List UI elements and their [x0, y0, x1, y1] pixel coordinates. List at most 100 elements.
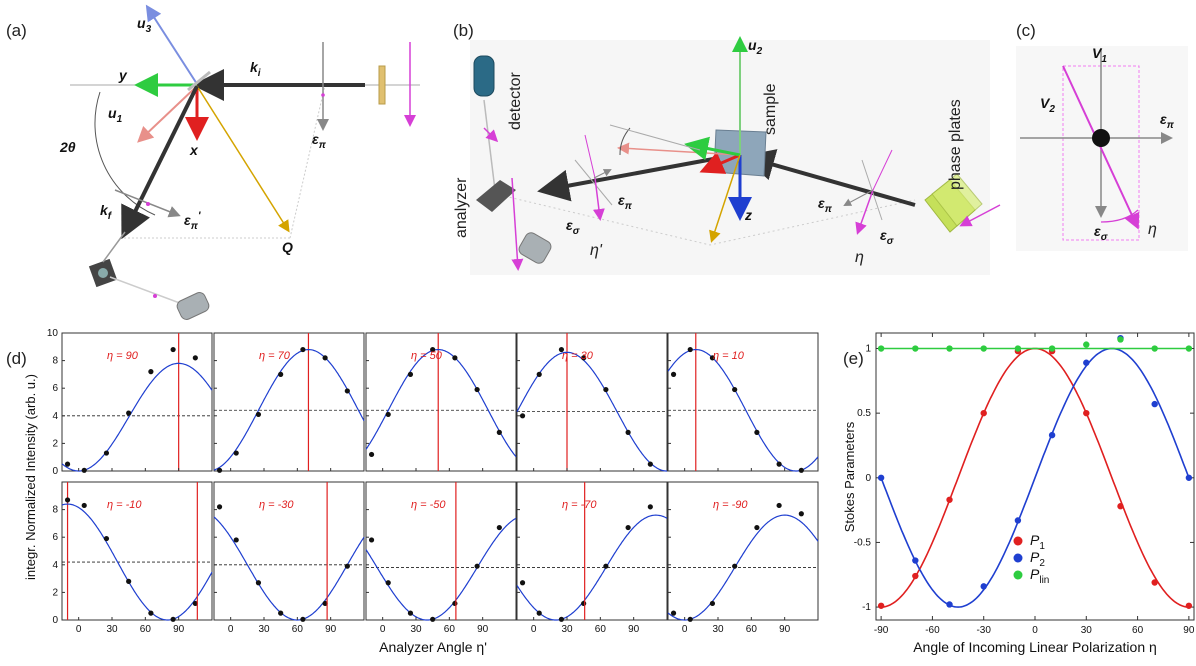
ki-label: ki [250, 59, 261, 79]
eta-prime-label: η' [590, 242, 603, 259]
x-tick-label: 0 [76, 624, 82, 635]
data-point [625, 524, 631, 531]
x-tick-label: 30 [712, 624, 724, 635]
eps-pi-vector [843, 189, 874, 206]
chart-d-subplot: η = 70 [213, 332, 365, 473]
chart-d-x-axis-label: Analyzer Angle η' [379, 639, 487, 655]
eta-label: η = -50 [411, 499, 446, 511]
eps-pi-prime-vector [114, 189, 181, 218]
x-tick-label: 30 [410, 624, 422, 635]
panel-b-diagram: detector sample analyzer phase plates u2… [453, 36, 1001, 275]
data-point [170, 346, 176, 353]
chart-d-subplot: η = 30 [516, 332, 668, 472]
subplot-frame [365, 481, 517, 621]
v2-label: V2 [1040, 95, 1055, 115]
fit-curve [213, 349, 365, 471]
data-point [192, 600, 198, 607]
data-point [368, 537, 375, 543]
panel-label-a: (a) [6, 21, 27, 40]
eta-label: η = 30 [562, 350, 594, 362]
data-point [625, 429, 631, 435]
data-point [980, 345, 987, 352]
data-point [647, 504, 653, 510]
data-point [1185, 602, 1193, 609]
data-point [407, 371, 414, 377]
subplot-frame [667, 332, 819, 472]
data-point [64, 497, 71, 503]
data-point [754, 429, 760, 435]
fit-curve [365, 517, 517, 621]
panel-label-b: (b) [453, 21, 474, 40]
guide-line [499, 194, 916, 246]
x-tick-label: 60 [746, 624, 758, 635]
subplot-frame [213, 332, 365, 472]
eps-pi-label: επ [312, 131, 327, 151]
panel-a-diagram: u3 y ki u1 2θ x επ kf επ' Q [59, 4, 420, 320]
eta-prime-vector [592, 177, 605, 221]
x-tick-label: 60 [292, 624, 304, 635]
data-point [81, 467, 87, 473]
detector-beam [483, 99, 496, 191]
data-point [255, 411, 262, 418]
x-tick-label: -90 [874, 625, 889, 636]
data-point [776, 502, 782, 509]
x-tick-label: 30 [258, 624, 270, 635]
data-point [300, 346, 306, 353]
sample-label: sample [762, 83, 779, 135]
data-point [732, 386, 738, 393]
data-point [776, 461, 782, 467]
eta-label: η [1148, 221, 1157, 238]
legend-marker [1013, 570, 1023, 580]
sample-plate [187, 70, 211, 92]
data-point [603, 563, 609, 569]
y-tick-label: 8 [52, 505, 58, 516]
eta-label: η = -70 [562, 499, 597, 511]
fit-curve [667, 349, 819, 472]
eta-line [872, 149, 893, 191]
eta-label: η = -30 [259, 499, 294, 511]
z-label: z [744, 207, 752, 223]
y-tick-label: 4 [52, 560, 58, 571]
y-tick-label: 6 [52, 383, 58, 394]
data-point [519, 580, 526, 586]
subplot-frame [365, 332, 517, 472]
x-tick-label: -30 [976, 625, 991, 636]
data-point [344, 563, 350, 569]
eta-arc [1100, 209, 1139, 223]
data-point [519, 413, 526, 419]
panel-label-d: (d) [6, 349, 27, 368]
data-point [946, 496, 953, 503]
x-tick-label: 0 [682, 624, 688, 635]
data-point [1185, 474, 1193, 481]
eps-sigma-label: εσ [880, 227, 894, 247]
subplot-frame [516, 481, 668, 621]
panel-label-c: (c) [1016, 21, 1036, 40]
ki-vector [742, 149, 916, 207]
y-tick-label: 0.5 [857, 408, 871, 419]
data-point [798, 467, 804, 473]
data-point [877, 474, 885, 481]
y-tick-label: 2 [52, 438, 58, 449]
data-point [126, 410, 132, 416]
legend-label: P2 [1030, 549, 1045, 569]
fit-curve-1 [880, 347, 1190, 608]
x-tick-label: 0 [380, 624, 386, 635]
fit-curve [213, 516, 365, 621]
data-point [385, 580, 391, 586]
data-point [496, 524, 502, 531]
subplot-frame [667, 481, 819, 621]
u3-vector [145, 4, 198, 85]
data-point [1014, 517, 1022, 524]
fit-curve [61, 503, 213, 621]
analyzer-cylinder [518, 232, 552, 264]
u2-label: u2 [748, 37, 763, 57]
data-point [754, 524, 760, 531]
x-tick-label: 90 [1183, 625, 1195, 636]
detector-polarization [483, 127, 499, 143]
x-tick-label: -60 [925, 625, 940, 636]
y-tick-label: 6 [52, 532, 58, 543]
guide-line [289, 84, 326, 239]
